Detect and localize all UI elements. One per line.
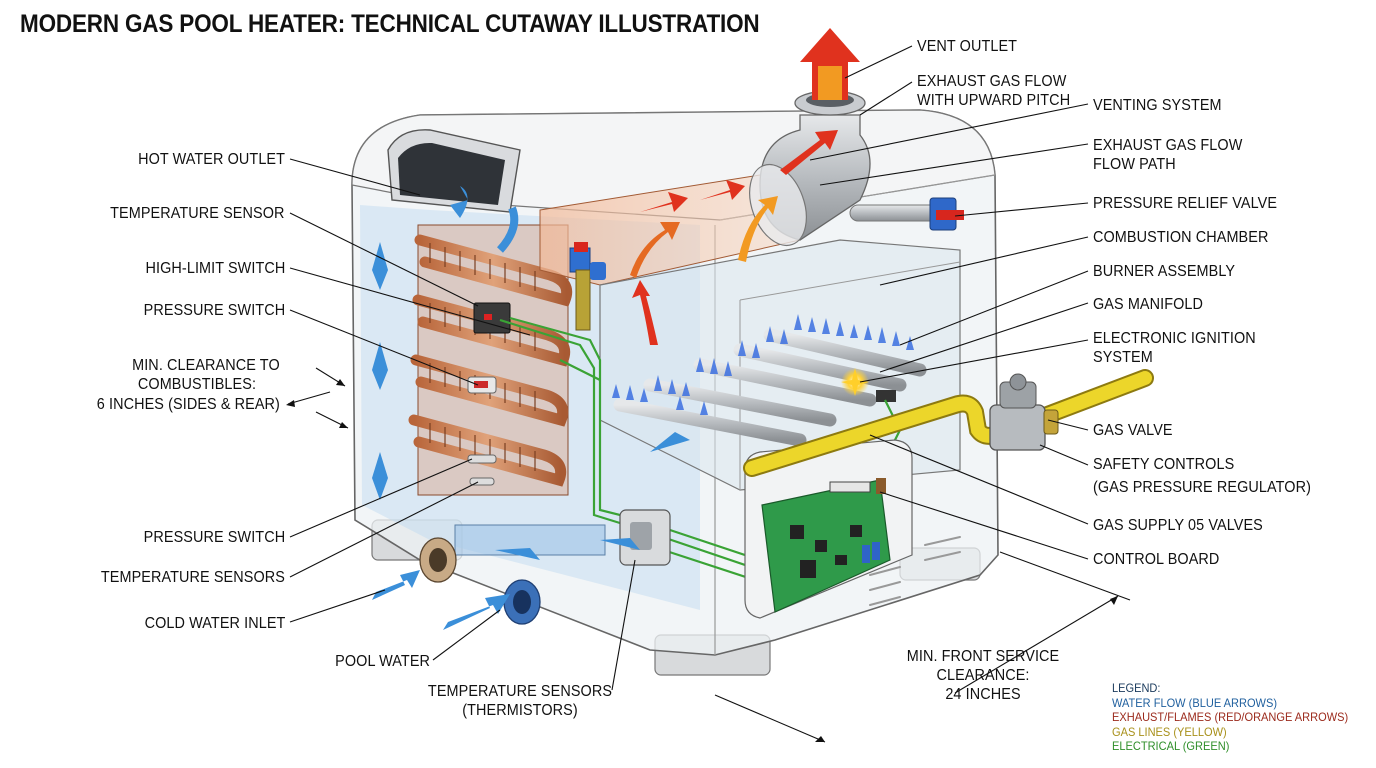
label-pressure-switch-bottom: PRESSURE SWITCH	[143, 529, 285, 546]
ignition-spark	[841, 368, 896, 402]
label-exhaust-path-line2: FLOW PATH	[1093, 156, 1176, 173]
hot-water-outlet-housing	[387, 129, 521, 213]
exhaust-flow-arrows	[630, 28, 860, 345]
label-safety-controls-line2: (GAS PRESSURE REGULATOR)	[1093, 479, 1311, 496]
control-board	[744, 439, 913, 619]
label-thermistors-line1: TEMPERATURE SENSORS	[427, 683, 613, 700]
label-exhaust-pitch-line1: EXHAUST GAS FLOW	[917, 73, 1067, 90]
label-thermistors-line2: (THERMISTORS)	[462, 702, 578, 719]
label-pressure-relief-valve: PRESSURE RELIEF VALVE	[1093, 195, 1278, 212]
thermistor-bracket	[619, 509, 671, 566]
leader-lines	[287, 45, 1131, 743]
pressure-relief-valve	[849, 197, 964, 231]
label-ignition-line1: ELECTRONIC IGNITION	[1093, 330, 1256, 347]
label-temperature-sensors: TEMPERATURE SENSORS	[100, 569, 285, 586]
label-gas-manifold: GAS MANIFOLD	[1093, 296, 1204, 313]
label-cold-water-inlet: COLD WATER INLET	[144, 615, 285, 632]
legend: LEGEND: WATER FLOW (BLUE ARROWS) EXHAUST…	[1112, 681, 1348, 754]
legend-electrical: ELECTRICAL (GREEN)	[1112, 739, 1230, 754]
label-venting-system: VENTING SYSTEM	[1093, 97, 1222, 114]
label-gas-supply: GAS SUPPLY 05 VALVES	[1093, 517, 1263, 534]
label-control-board: CONTROL BOARD	[1093, 551, 1220, 568]
burner-flames	[612, 314, 914, 415]
label-clearance-line1: MIN. CLEARANCE TO	[132, 357, 280, 374]
label-safety-controls-line1: SAFETY CONTROLS	[1093, 456, 1235, 473]
leader-arrowheads	[286, 379, 1118, 742]
label-temperature-sensor: TEMPERATURE SENSOR	[110, 205, 285, 222]
legend-heading: LEGEND:	[1112, 681, 1161, 695]
label-pool-water: POOL WATER	[335, 653, 430, 670]
water-flow-arrows	[372, 186, 690, 630]
high-limit-valve	[569, 242, 606, 331]
label-hot-water-outlet: HOT WATER OUTLET	[138, 151, 285, 168]
label-exhaust-path-line1: EXHAUST GAS FLOW	[1093, 137, 1243, 154]
label-clearance-line2: COMBUSTIBLES:	[137, 376, 256, 393]
label-front-clearance-line3: 24 INCHES	[945, 686, 1021, 703]
label-vent-outlet: VENT OUTLET	[917, 38, 1018, 55]
label-front-clearance-line1: MIN. FRONT SERVICE	[906, 648, 1060, 665]
label-exhaust-pitch-line2: WITH UPWARD PITCH	[917, 92, 1071, 109]
label-combustion-chamber: COMBUSTION CHAMBER	[1093, 229, 1269, 246]
label-clearance-line3: 6 INCHES (SIDES & REAR)	[96, 396, 280, 413]
diagram-title: MODERN GAS POOL HEATER: TECHNICAL CUTAWA…	[20, 10, 760, 38]
label-pressure-switch-top: PRESSURE SWITCH	[143, 302, 285, 319]
legend-gas: GAS LINES (YELLOW)	[1112, 724, 1227, 739]
label-gas-valve: GAS VALVE	[1093, 422, 1173, 439]
gas-valve	[989, 373, 1059, 451]
coil-sensors	[467, 302, 511, 486]
label-front-clearance-line2: CLEARANCE:	[936, 667, 1030, 684]
legend-water: WATER FLOW (BLUE ARROWS)	[1112, 695, 1277, 710]
label-high-limit-switch: HIGH-LIMIT SWITCH	[145, 260, 285, 277]
label-burner-assembly: BURNER ASSEMBLY	[1093, 263, 1236, 280]
label-ignition-line2: SYSTEM	[1093, 349, 1153, 366]
legend-exhaust: EXHAUST/FLAMES (RED/ORANGE ARROWS)	[1112, 710, 1349, 725]
